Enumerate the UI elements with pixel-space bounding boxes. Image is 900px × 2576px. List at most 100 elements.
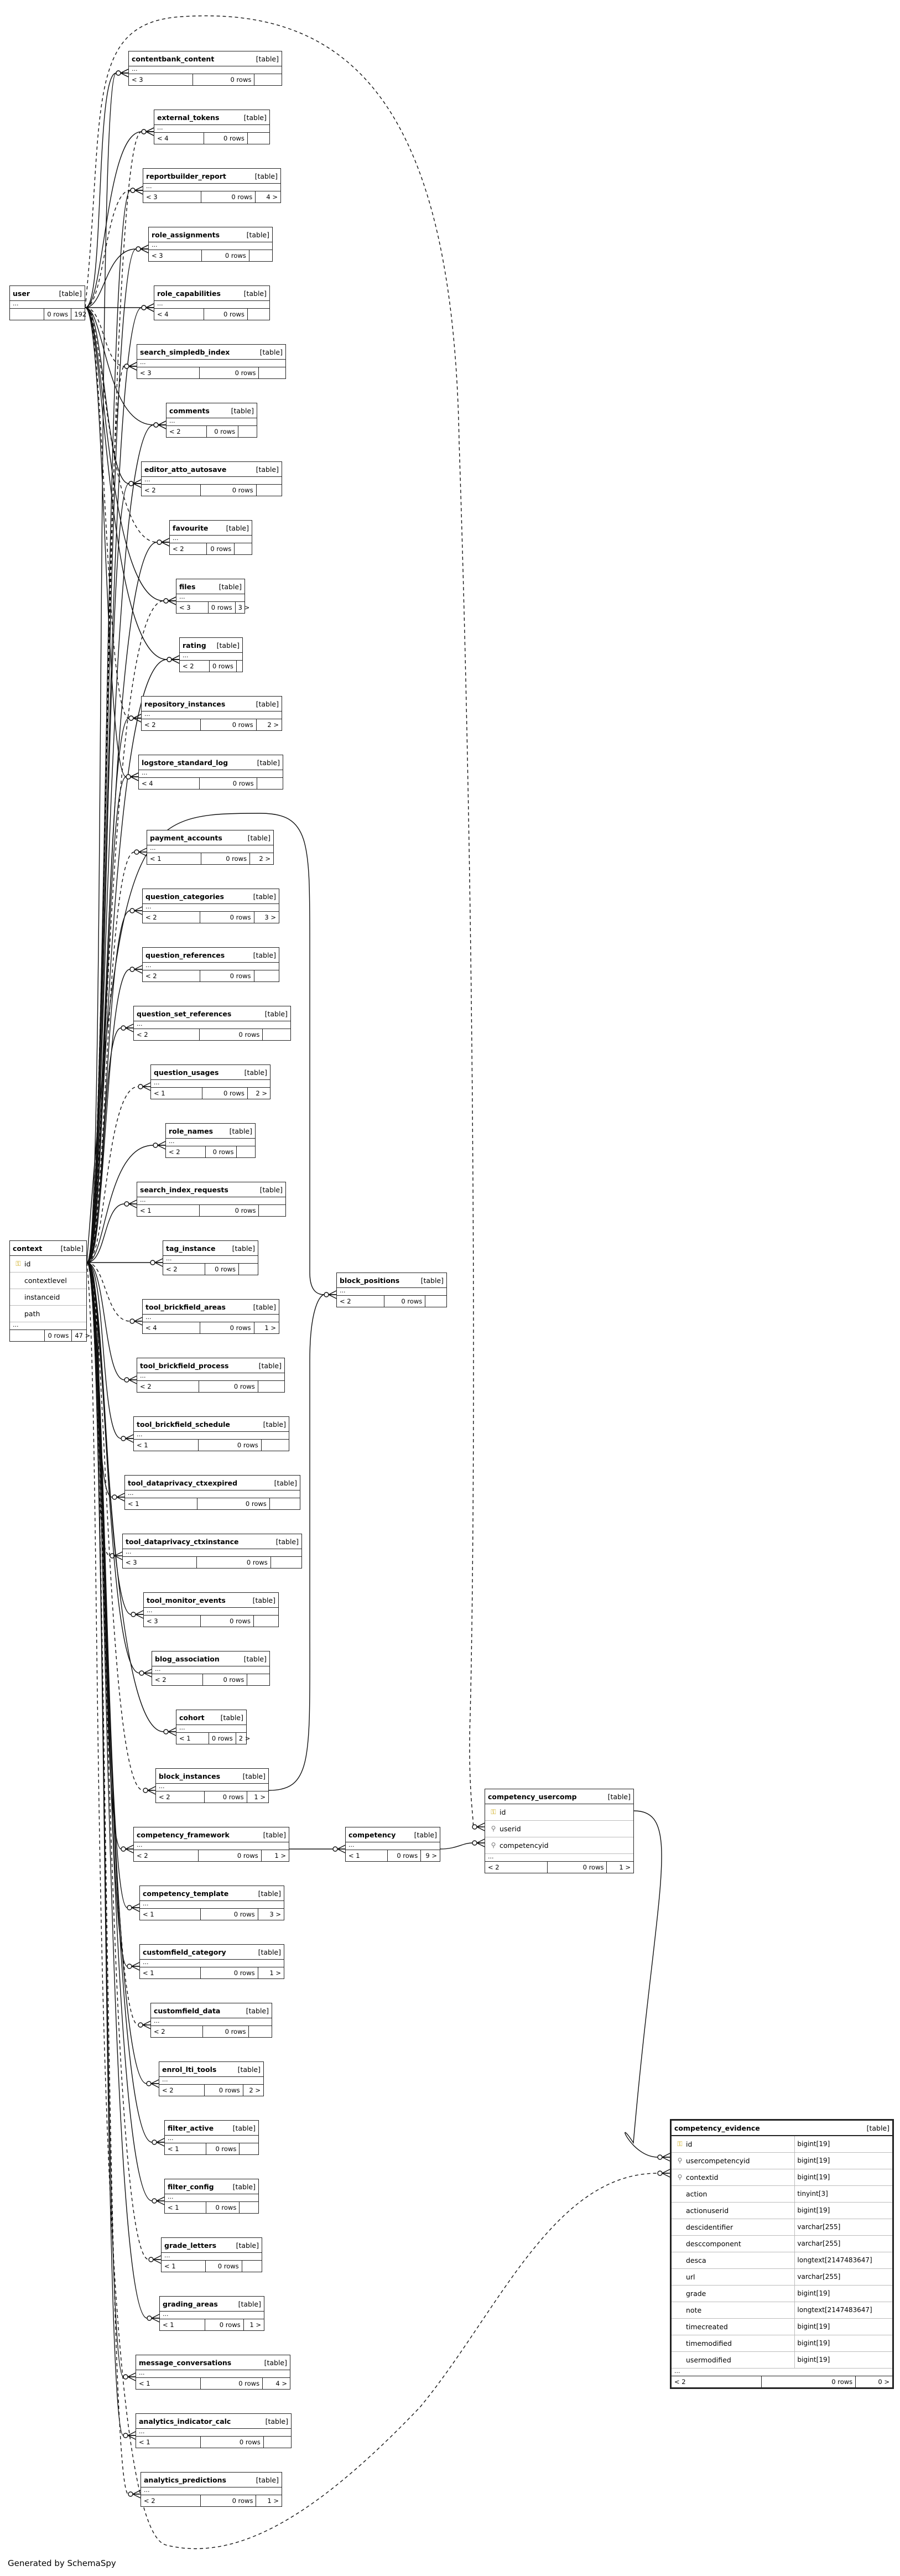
child-count[interactable] (240, 2143, 258, 2154)
parent-count[interactable]: < 2 (134, 1029, 200, 1040)
table-tool-dataprivacy-ctxinstance[interactable]: tool_dataprivacy_ctxinstance [table]... … (122, 1534, 302, 1569)
table-header[interactable]: grading_areas [table] (160, 2297, 264, 2312)
table-header[interactable]: competency [table] (346, 1827, 440, 1842)
column-row[interactable]: desccomponent varchar[255] (672, 2236, 892, 2252)
table-context[interactable]: context [table] ⚿id contextlevel instanc… (9, 1240, 90, 1342)
parent-count[interactable]: < 1 (160, 2319, 206, 2330)
column-row[interactable]: desca longtext[2147483647] (672, 2252, 892, 2269)
table-header[interactable]: analytics_predictions [table] (141, 2473, 282, 2487)
table-name[interactable]: competency_usercomp (488, 1792, 577, 1801)
table-external-tokens[interactable]: external_tokens [table]... < 4 0 rows (154, 110, 270, 144)
table-name[interactable]: files (179, 582, 196, 591)
table-tool-brickfield-process[interactable]: tool_brickfield_process [table]... < 2 0… (137, 1358, 285, 1393)
table-name[interactable]: filter_config (168, 2182, 214, 2191)
parent-count[interactable]: < 1 (151, 1088, 202, 1099)
table-name[interactable]: rating (183, 641, 206, 650)
table-name[interactable]: comments (169, 406, 210, 415)
child-count[interactable]: 1 > (254, 1793, 266, 1801)
child-count[interactable]: 1 > (267, 2497, 279, 2505)
child-count[interactable]: 3 > (238, 604, 250, 611)
table-name[interactable]: reportbuilder_report (146, 172, 226, 180)
table-header[interactable]: filter_config [table] (165, 2179, 258, 2194)
table-competency[interactable]: competency [table]... < 1 0 rows 9 > (345, 1827, 440, 1862)
table-header[interactable]: tool_dataprivacy_ctxinstance [table] (123, 1534, 301, 1549)
table-name[interactable]: favourite (173, 523, 209, 532)
parent-count[interactable]: < 2 (672, 2376, 762, 2387)
table-logstore-standard-log[interactable]: logstore_standard_log [table]... < 4 0 r… (138, 755, 283, 790)
table-search-index-requests[interactable]: search_index_requests [table]... < 1 0 r… (137, 1182, 286, 1217)
table-search-simpledb-index[interactable]: search_simpledb_index [table]... < 3 0 r… (137, 344, 286, 379)
table-name[interactable]: grade_letters (164, 2241, 217, 2250)
column-row[interactable]: usermodified bigint[19] (672, 2352, 892, 2369)
parent-count[interactable]: < 2 (151, 2026, 203, 2037)
table-rating[interactable]: rating [table]... < 2 0 rows (179, 637, 243, 672)
table-name[interactable]: user (13, 289, 30, 298)
table-editor-atto-autosave[interactable]: editor_atto_autosave [table]... < 2 0 ro… (141, 461, 282, 496)
column-row[interactable]: path (10, 1306, 86, 1322)
table-tool-brickfield-schedule[interactable]: tool_brickfield_schedule [table]... < 1 … (133, 1416, 289, 1451)
column-row[interactable]: url varchar[255] (672, 2269, 892, 2286)
table-filter-active[interactable]: filter_active [table]... < 1 0 rows (164, 2120, 259, 2155)
parent-count[interactable]: < 1 (137, 1205, 200, 1216)
child-count[interactable]: 3 > (269, 1910, 281, 1918)
table-name[interactable]: role_names (169, 1126, 214, 1135)
table-header[interactable]: grade_letters [table] (162, 2238, 262, 2253)
parent-count[interactable]: < 4 (139, 778, 200, 789)
table-name[interactable]: customfield_data (154, 2006, 221, 2015)
table-name[interactable]: repository_instances (144, 699, 226, 708)
table-header[interactable]: role_names [table] (166, 1124, 255, 1139)
table-role-capabilities[interactable]: role_capabilities [table]... < 4 0 rows (154, 285, 270, 320)
parent-count[interactable]: < 3 (143, 191, 202, 202)
table-tag-instance[interactable]: tag_instance [table]... < 2 0 rows (163, 1240, 258, 1275)
table-competency-evidence[interactable]: competency_evidence [table] ⚿id bigint[1… (670, 2119, 894, 2389)
parent-count[interactable] (10, 1330, 45, 1341)
table-header[interactable]: context [table] (10, 1241, 86, 1256)
table-name[interactable]: tool_brickfield_process (140, 1361, 229, 1370)
table-name[interactable]: competency_framework (137, 1830, 230, 1839)
table-question-set-references[interactable]: question_set_references [table]... < 2 0… (133, 1006, 291, 1041)
parent-count[interactable]: < 2 (180, 661, 210, 672)
table-header[interactable]: search_simpledb_index [table] (137, 345, 285, 360)
child-count[interactable]: 2 > (256, 1089, 267, 1097)
parent-count[interactable]: < 3 (144, 1616, 201, 1627)
child-count[interactable]: 3 > (264, 913, 276, 921)
table-name[interactable]: payment_accounts (150, 833, 222, 842)
table-repository-instances[interactable]: repository_instances [table]... < 2 0 ro… (141, 696, 282, 731)
column-row[interactable]: ⚲contextid bigint[19] (672, 2169, 892, 2186)
table-name[interactable]: competency_evidence (674, 2123, 760, 2132)
parent-count[interactable]: < 1 (140, 1967, 201, 1978)
parent-count[interactable]: < 1 (125, 1498, 198, 1509)
column-row[interactable]: ⚲competencyid (485, 1837, 633, 1854)
child-count[interactable] (242, 2261, 262, 2272)
table-reportbuilder-report[interactable]: reportbuilder_report [table]... < 3 0 ro… (143, 168, 281, 203)
column-row[interactable]: actionuserid bigint[19] (672, 2203, 892, 2219)
table-header[interactable]: external_tokens [table] (154, 110, 269, 125)
table-header[interactable]: search_index_requests [table] (137, 1182, 285, 1197)
child-count[interactable] (247, 1674, 269, 1685)
table-name[interactable]: competency_template (143, 1889, 229, 1898)
table-favourite[interactable]: favourite [table]... < 2 0 rows (169, 520, 252, 555)
child-count[interactable]: 1 > (249, 2321, 261, 2329)
parent-count[interactable]: < 2 (156, 1791, 205, 1803)
table-header[interactable]: favourite [table] (170, 521, 252, 536)
child-count[interactable] (254, 970, 279, 981)
table-header[interactable]: tool_dataprivacy_ctxexpired [table] (125, 1476, 300, 1490)
table-header[interactable]: filter_active [table] (165, 2121, 258, 2136)
parent-count[interactable]: < 1 (176, 1733, 209, 1744)
child-count[interactable] (262, 1440, 289, 1451)
table-header[interactable]: role_assignments [table] (149, 227, 272, 242)
table-name[interactable]: external_tokens (157, 113, 220, 122)
parent-count[interactable]: < 2 (337, 1296, 385, 1307)
table-header[interactable]: cohort [table] (176, 1710, 246, 1725)
child-count[interactable] (258, 1381, 284, 1392)
table-contentbank-content[interactable]: contentbank_content [table]... < 3 0 row… (128, 51, 282, 86)
parent-count[interactable]: < 3 (176, 602, 209, 613)
table-header[interactable]: message_conversations [table] (136, 2355, 290, 2370)
child-count[interactable] (264, 2437, 291, 2448)
parent-count[interactable]: < 2 (142, 485, 201, 496)
child-count[interactable]: 1 > (274, 1852, 286, 1860)
table-header[interactable]: question_set_references [table] (134, 1006, 290, 1021)
table-tool-brickfield-areas[interactable]: tool_brickfield_areas [table]... < 4 0 r… (142, 1299, 279, 1334)
parent-count[interactable]: < 4 (154, 309, 205, 320)
table-header[interactable]: role_capabilities [table] (154, 286, 269, 301)
